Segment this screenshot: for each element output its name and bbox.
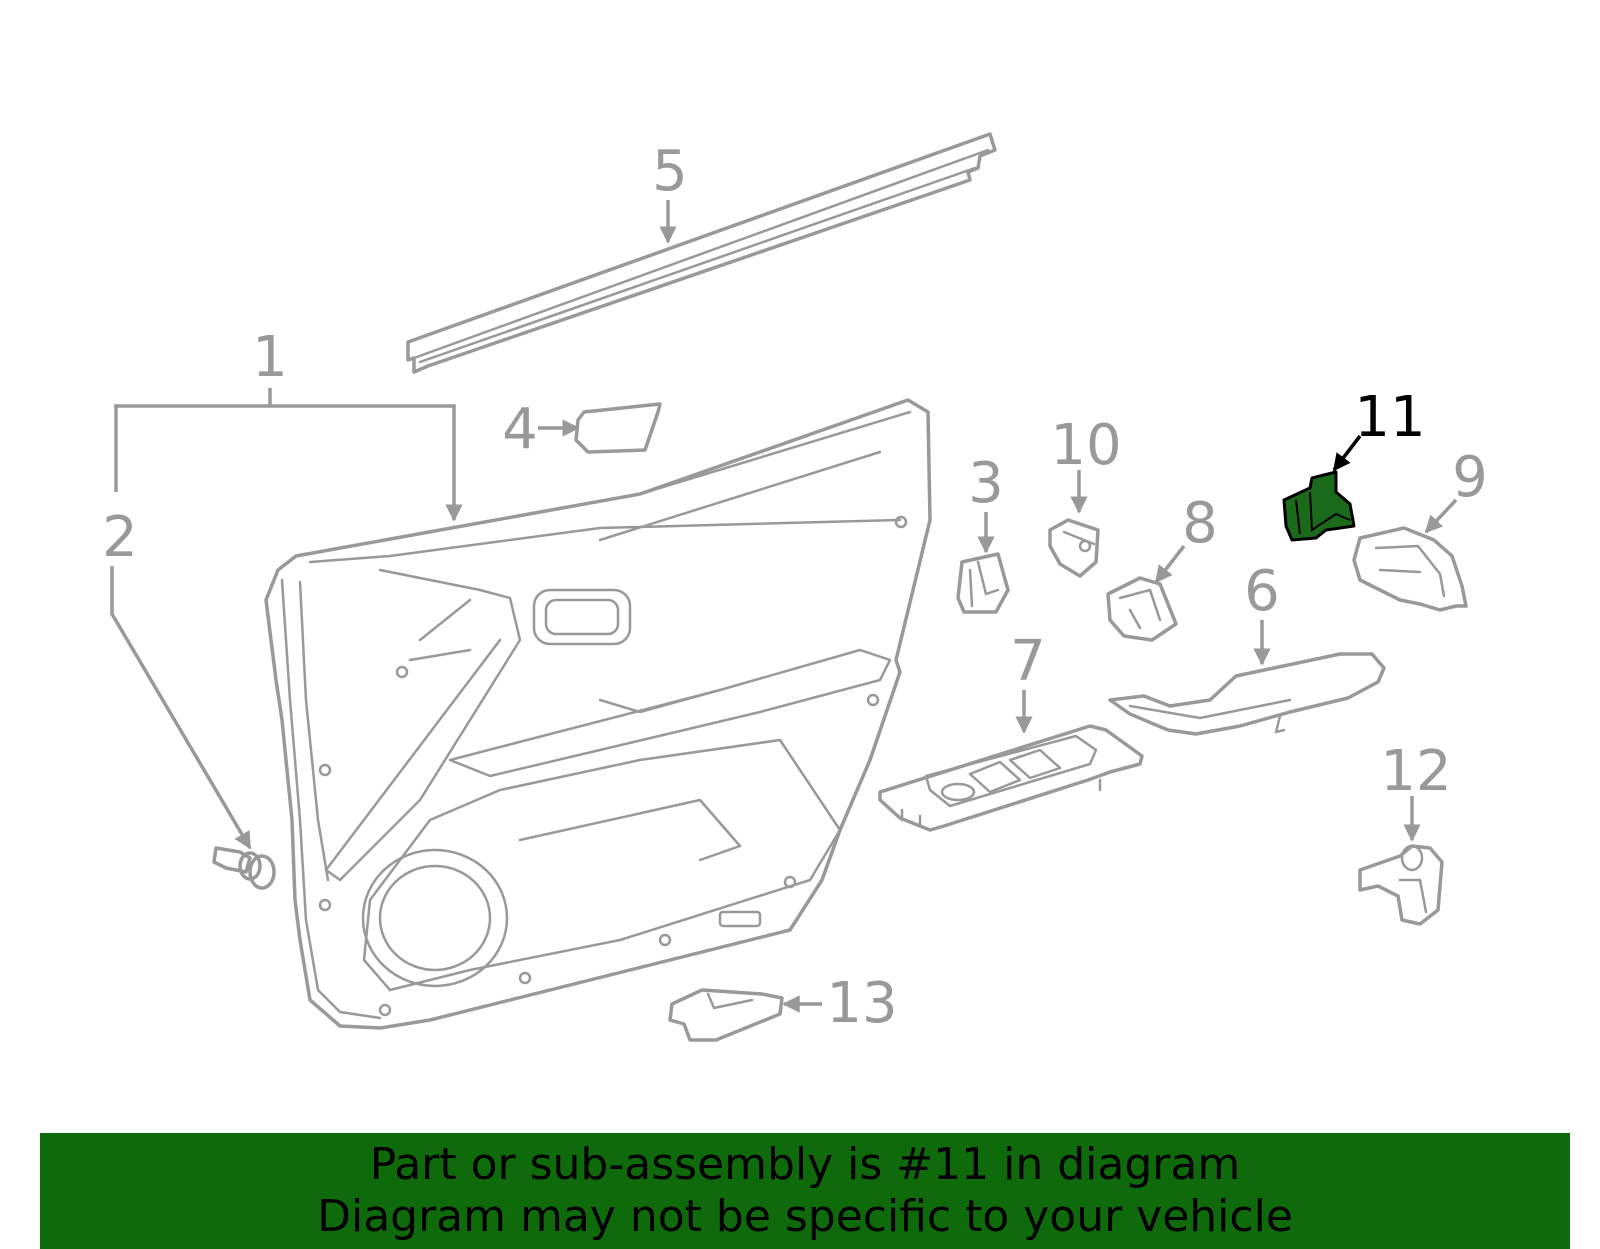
part-2-clip[interactable] [212, 846, 276, 890]
banner-line-disclaimer: Diagram may not be specific to your vehi… [317, 1191, 1293, 1242]
callout-3: 3 [968, 451, 1004, 516]
part-12-bracket[interactable] [1358, 844, 1444, 926]
callout-5: 5 [652, 139, 688, 204]
part-3-bracket[interactable] [956, 552, 1010, 614]
part-1-door-trim-panel[interactable] [264, 398, 932, 1030]
banner-line-part-number: Part or sub-assembly is #11 in diagram [369, 1139, 1241, 1190]
part-5-belt-moulding[interactable] [406, 132, 997, 374]
part-10-switch[interactable] [1048, 518, 1100, 578]
callout-7: 7 [1010, 629, 1046, 694]
callout-10: 10 [1050, 413, 1121, 478]
part-8-switch[interactable] [1106, 576, 1178, 642]
callout-8: 8 [1182, 491, 1218, 556]
callout-2: 2 [102, 505, 138, 570]
callout-9: 9 [1452, 445, 1488, 510]
callout-11: 11 [1354, 385, 1425, 450]
part-7-switch-bezel[interactable] [878, 724, 1144, 832]
callout-1: 1 [252, 325, 288, 390]
part-6-armrest-cover[interactable] [1108, 652, 1386, 736]
callout-6: 6 [1244, 559, 1280, 624]
callout-12: 12 [1380, 739, 1451, 804]
part-11-highlighted-switch[interactable] [1282, 470, 1356, 542]
part-4-garnish[interactable] [574, 402, 662, 454]
callout-labels: 1 2 3 4 5 6 7 8 9 10 11 12 13 [102, 139, 1488, 1036]
part-9-switch-assembly[interactable] [1352, 526, 1468, 612]
callout-4: 4 [502, 397, 538, 462]
callout-13: 13 [826, 971, 897, 1036]
part-13-bezel[interactable] [668, 988, 784, 1042]
info-banner: Part or sub-assembly is #11 in diagram D… [40, 1133, 1570, 1249]
leader-lines [110, 200, 1458, 1013]
